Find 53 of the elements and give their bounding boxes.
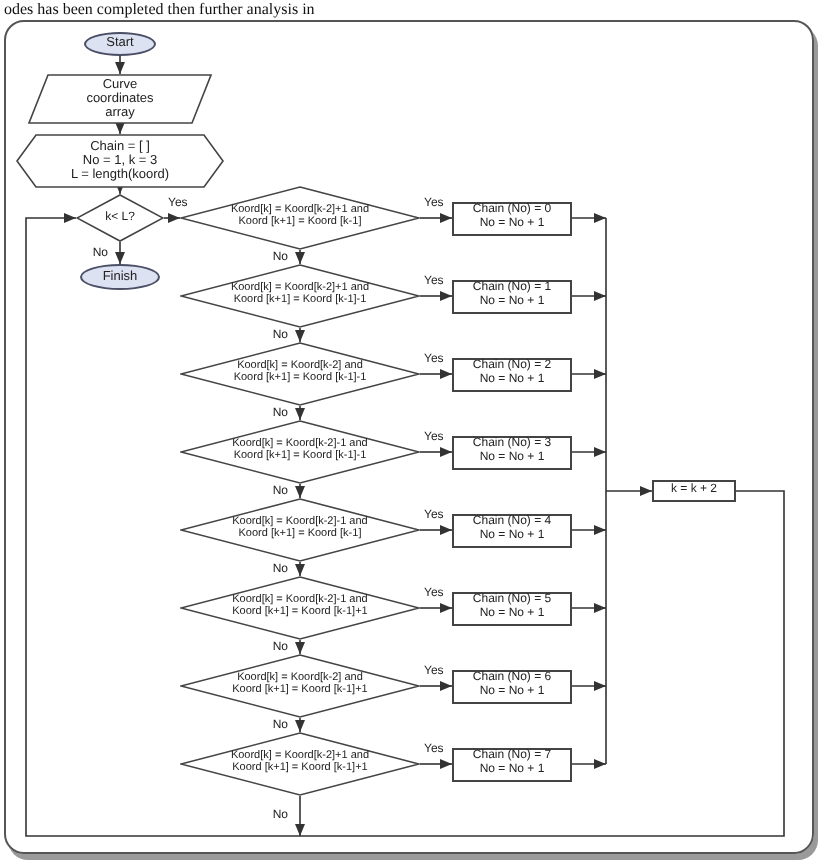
arrow [295, 639, 305, 655]
arrow [295, 327, 305, 343]
arrow [419, 369, 453, 379]
connector-line [299, 490, 785, 837]
process-box [452, 747, 572, 781]
arrow [419, 681, 453, 691]
arrow [571, 369, 607, 379]
process-box [452, 279, 572, 313]
process-box [452, 513, 572, 547]
decision-diamond [76, 194, 164, 242]
decision-diamond [180, 732, 420, 796]
input-parallelogram [28, 74, 212, 124]
arrow [295, 717, 305, 733]
arrow [419, 447, 453, 457]
start-oval [84, 32, 156, 56]
arrow [115, 55, 125, 75]
arrow [163, 213, 181, 223]
arrow [571, 759, 607, 769]
arrow [571, 525, 607, 535]
arrow [571, 213, 607, 223]
process-box [452, 591, 572, 625]
process-box [452, 669, 572, 703]
arrow [419, 213, 453, 223]
decision-diamond [180, 654, 420, 718]
process-box [452, 435, 572, 469]
arrow [25, 213, 301, 837]
arrow [419, 291, 453, 301]
decision-diamond [180, 420, 420, 484]
arrow [115, 241, 125, 265]
page-text: odes has been completed then further analysis in [4, 0, 315, 18]
decision-diamond [180, 498, 420, 562]
arrow [571, 681, 607, 691]
arrow [295, 483, 305, 499]
end-oval [80, 264, 160, 290]
decision-diamond [180, 264, 420, 328]
arrow [571, 603, 607, 613]
arrow [571, 447, 607, 457]
arrow [419, 603, 453, 613]
arrow [571, 291, 607, 301]
process-box [452, 201, 572, 235]
preparation-hexagon [16, 134, 224, 188]
decision-diamond [180, 342, 420, 406]
decision-diamond [180, 576, 420, 640]
arrow [419, 759, 453, 769]
process-box [652, 480, 736, 502]
arrow [295, 795, 305, 837]
arrow [605, 217, 653, 765]
arrow [295, 249, 305, 265]
arrow [295, 405, 305, 421]
arrow [419, 525, 453, 535]
process-box [452, 357, 572, 391]
arrow [295, 561, 305, 577]
arrow [115, 122, 125, 135]
